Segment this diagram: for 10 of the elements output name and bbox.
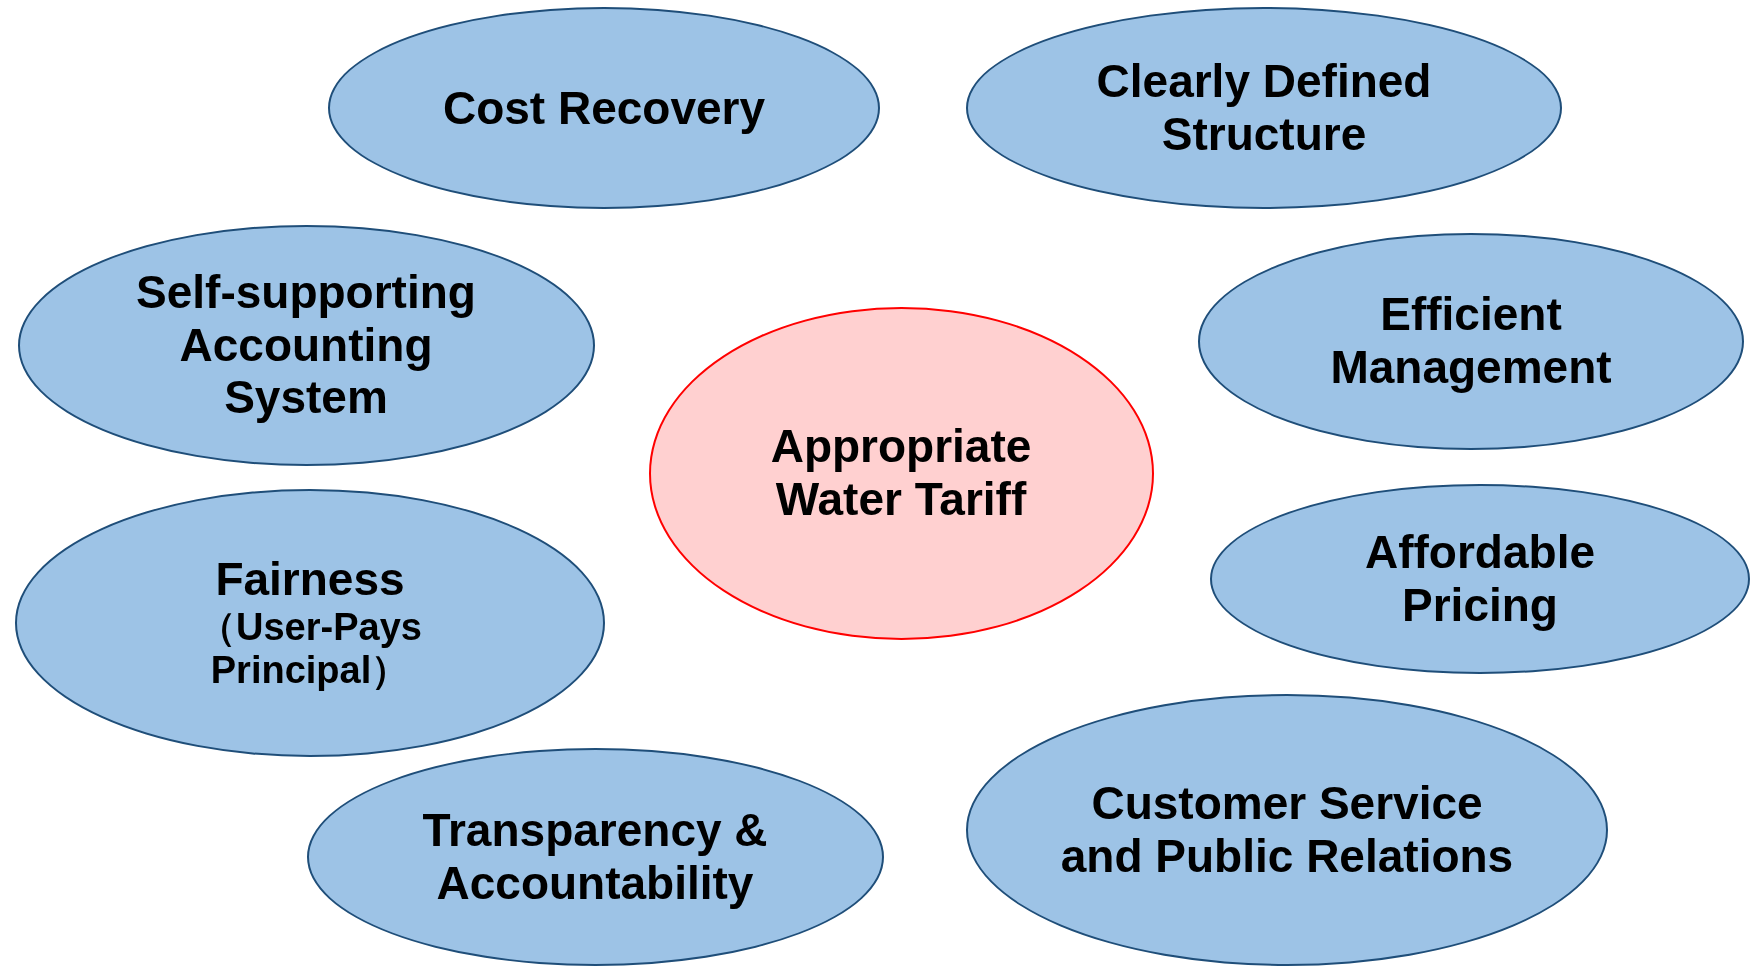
node-label: Affordable Pricing — [1364, 526, 1596, 632]
node-label: Fairness — [215, 552, 405, 606]
node-label: Appropriate Water Tariff — [769, 420, 1033, 526]
node-label: Efficient Management — [1329, 288, 1613, 394]
node-label: Self-supporting Accounting System — [135, 265, 477, 425]
node-label: （User-Pays Principal） — [197, 605, 423, 694]
node-label: Customer Service and Public Relations — [1059, 777, 1515, 883]
node-label: Transparency & Accountability — [421, 804, 769, 910]
node-label: Clearly Defined Structure — [1095, 55, 1433, 161]
node-label: Cost Recovery — [442, 81, 766, 135]
